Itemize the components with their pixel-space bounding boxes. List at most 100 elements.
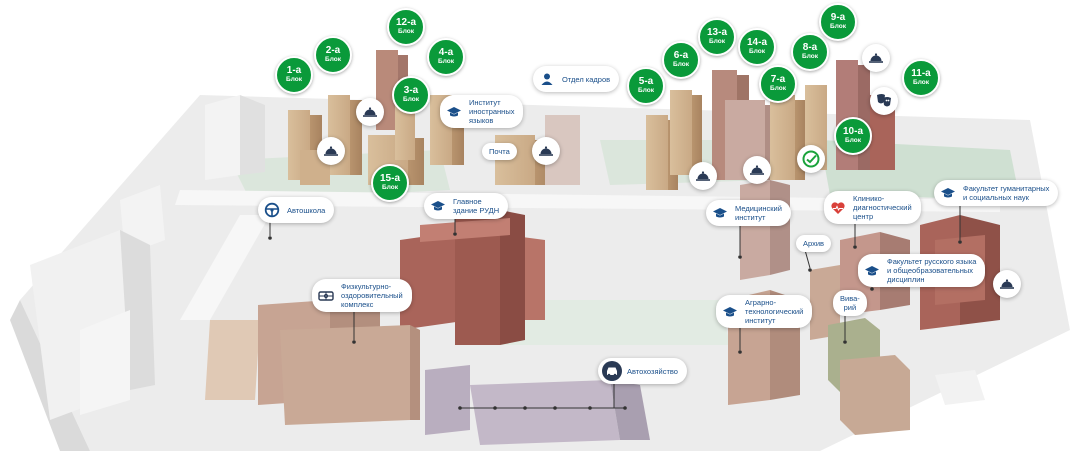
label-post[interactable]: Почта: [482, 143, 517, 160]
label-driving-school[interactable]: Автошкола: [258, 197, 335, 223]
block-unit: Блок: [325, 56, 341, 63]
medical-building: [740, 180, 790, 280]
block-number: 6-а: [673, 50, 689, 61]
label-text: Физкультурно- оздоровительный комплекс: [341, 282, 403, 309]
label-agrarian-institute[interactable]: Аграрно- технологический институт: [716, 295, 813, 328]
motor-depot-building: [425, 365, 650, 445]
graduation-cap-icon: [710, 203, 730, 223]
block-unit: Блок: [802, 53, 818, 60]
canteen-marker[interactable]: [993, 270, 1021, 298]
canteen-marker[interactable]: [317, 137, 345, 165]
heart-pulse-icon: [828, 198, 848, 218]
block-unit: Блок: [709, 38, 725, 45]
label-vivarium[interactable]: Вива- рий: [833, 290, 867, 316]
canteen-icon: [539, 146, 553, 156]
sberbank-icon: [802, 150, 820, 168]
block-number: 8-а: [802, 42, 818, 53]
canteen-icon: [869, 53, 883, 63]
label-sports-complex[interactable]: Физкультурно- оздоровительный комплекс: [312, 279, 412, 312]
user-icon: [537, 69, 557, 89]
vivarium-building: [828, 318, 910, 435]
label-main-building[interactable]: Главное здание РУДН: [424, 193, 509, 219]
label-text: Аграрно- технологический институт: [745, 298, 804, 325]
car-icon: [602, 361, 622, 381]
block-unit: Блок: [673, 61, 689, 68]
theatre-marker[interactable]: [870, 87, 898, 115]
block-number: 13-а: [706, 27, 727, 38]
label-text: Медицинский институт: [735, 204, 782, 222]
steering-wheel-icon: [262, 200, 282, 220]
block-unit: Блок: [286, 76, 302, 83]
block-unit: Блок: [382, 184, 398, 191]
label-russian-faculty[interactable]: Факультет русского языка и общеобразоват…: [858, 254, 986, 287]
graduation-cap-icon: [444, 102, 464, 122]
graduation-cap-icon: [720, 302, 740, 322]
label-archive[interactable]: Архив: [796, 235, 832, 252]
canteen-icon: [324, 146, 338, 156]
block-unit: Блок: [749, 48, 765, 55]
canteen-marker[interactable]: [689, 162, 717, 190]
block-unit: Блок: [830, 23, 846, 30]
sports-complex-icon: [316, 286, 336, 306]
label-text: Факультет русского языка и общеобразоват…: [887, 257, 977, 284]
theatre-masks-icon: [877, 94, 891, 107]
label-text: Отдел кадров: [562, 74, 611, 84]
block-number: 11-а: [911, 68, 931, 79]
block-number: 1-а: [286, 65, 302, 76]
building: [205, 95, 240, 180]
label-text: Факультет гуманитарных и социальных наук: [963, 184, 1050, 202]
building: [240, 95, 265, 175]
label-hr-department[interactable]: Отдел кадров: [533, 66, 620, 92]
label-humanities-faculty[interactable]: Факультет гуманитарных и социальных наук: [934, 180, 1059, 206]
label-motor-depot[interactable]: Автохозяйство: [598, 358, 687, 384]
label-text: Клинико- диагностический центр: [853, 194, 912, 221]
canteen-icon: [363, 107, 377, 117]
label-text: Институт иностранных языков: [469, 98, 515, 125]
canteen-marker[interactable]: [532, 137, 560, 165]
label-medical-institute[interactable]: Медицинский институт: [706, 200, 791, 226]
label-foreign-languages[interactable]: Институт иностранных языков: [440, 95, 524, 128]
block-number: 2-а: [325, 45, 341, 56]
block-unit: Блок: [913, 79, 929, 86]
building: [80, 310, 130, 415]
label-text: Архив: [803, 239, 825, 248]
block-number: 7-а: [770, 74, 786, 85]
block-number: 15-а: [379, 173, 400, 184]
graduation-cap-icon: [428, 196, 448, 216]
building: [935, 370, 985, 405]
canteen-icon: [696, 171, 710, 181]
main-building: [400, 210, 545, 345]
road: [180, 215, 270, 320]
canteen-marker[interactable]: [743, 156, 771, 184]
block-unit: Блок: [638, 87, 654, 94]
label-diagnostic-center[interactable]: Клинико- диагностический центр: [824, 191, 921, 224]
canteen-icon: [750, 165, 764, 175]
canteen-marker[interactable]: [356, 98, 384, 126]
label-text: Вива- рий: [840, 294, 860, 312]
canteen-marker[interactable]: [862, 44, 890, 72]
graduation-cap-icon: [862, 261, 882, 281]
label-text: Автошкола: [287, 205, 326, 215]
block-number: 4-а: [438, 47, 454, 58]
block-number: 3-а: [403, 85, 419, 96]
sports-complex-building: [258, 300, 420, 425]
bank-marker[interactable]: [797, 145, 825, 173]
block-number: 10-а: [842, 126, 863, 137]
block-unit: Блок: [403, 96, 419, 103]
